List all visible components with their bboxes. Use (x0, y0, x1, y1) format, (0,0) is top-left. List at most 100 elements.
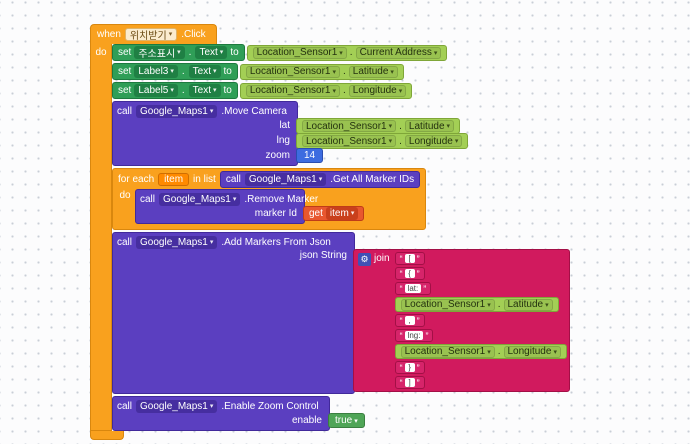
getter-component-dropdown[interactable]: Location_Sensor1 (302, 120, 397, 132)
set-label3-statement[interactable]: set Label3 . Text to Location_Sensor1 . … (112, 63, 404, 80)
string-field[interactable]: , (404, 316, 415, 325)
get-keyword: get (309, 208, 323, 219)
dot-separator: . (497, 346, 501, 357)
call-keyword: call (117, 236, 133, 248)
location-sensor-getter[interactable]: Location_Sensor1 . Longitude (239, 82, 413, 99)
join-block[interactable]: join [ { la (353, 249, 570, 392)
marker-id-socket-label: marker Id (254, 208, 297, 219)
call-add-markers-from-json-block[interactable]: call Google_Maps1 .Add Markers From Json… (112, 232, 570, 394)
loop-variable-chip[interactable]: item (158, 173, 190, 186)
getter-component-dropdown[interactable]: Location_Sensor1 (302, 135, 397, 147)
getter-component-dropdown[interactable]: Location_Sensor1 (400, 298, 495, 311)
location-sensor-getter[interactable]: Location_Sensor1 . Longitude (296, 133, 469, 149)
set-component-dropdown[interactable]: Label5 (134, 84, 178, 97)
string-block[interactable]: } (394, 361, 425, 374)
when-block-header[interactable]: when 위치받기 .Click (90, 24, 217, 44)
getter-property-dropdown[interactable]: Longitude (503, 345, 561, 358)
when-click-block[interactable]: when 위치받기 .Click do set 주소표시 . Text to (90, 24, 570, 440)
string-block[interactable]: [ (394, 252, 425, 265)
getter-property-dropdown[interactable]: Current Address (355, 46, 442, 59)
getter-component-dropdown[interactable]: Location_Sensor1 (245, 84, 341, 97)
enable-socket-row: enable true (117, 413, 365, 428)
do-label: do (95, 47, 107, 58)
string-field[interactable]: { (404, 269, 415, 278)
lng-socket-row: lng Location_Sensor1 . Longitude (117, 133, 469, 149)
getter-component-dropdown[interactable]: Location_Sensor1 (252, 46, 347, 59)
location-sensor-getter[interactable]: Location_Sensor1 . Latitude (296, 118, 461, 134)
lat-socket-row: lat Location_Sensor1 . Latitude (117, 118, 461, 134)
set-component-dropdown[interactable]: Label3 (134, 65, 178, 78)
location-sensor-getter[interactable]: Location_Sensor1 . Longitude (394, 344, 567, 359)
google-maps-dropdown[interactable]: Google_Maps1 (159, 192, 241, 206)
method-label: .Get All Marker IDs (330, 174, 415, 185)
set-block[interactable]: set Label3 . Text to (112, 63, 238, 80)
google-maps-dropdown[interactable]: Google_Maps1 (136, 235, 218, 249)
zoom-socket-row: zoom 14 (117, 148, 324, 163)
when-block-foot (90, 431, 124, 440)
lat-socket-label: lat (279, 120, 290, 131)
method-label: .Remove Marker (244, 193, 319, 205)
string-block[interactable]: ] (394, 376, 425, 389)
string-field[interactable]: ] (404, 378, 415, 387)
getter-component-dropdown[interactable]: Location_Sensor1 (400, 345, 495, 358)
for-each-block[interactable]: for each item in list call Google_Maps1 … (112, 168, 427, 230)
getter-property-dropdown[interactable]: Longitude (348, 84, 407, 97)
mutator-gear-icon[interactable] (358, 253, 371, 266)
to-keyword: to (223, 66, 232, 77)
call-remove-marker-block[interactable]: call Google_Maps1 .Remove Marker marker … (135, 189, 365, 224)
call-keyword: call (117, 105, 133, 117)
call-move-camera-block[interactable]: call Google_Maps1 .Move Camera lat Locat… (112, 101, 469, 166)
getter-property-dropdown[interactable]: Latitude (503, 298, 553, 311)
true-block[interactable]: true (328, 413, 365, 428)
getter-property-dropdown[interactable]: Latitude (348, 65, 398, 78)
set-property-dropdown[interactable]: Text (188, 84, 221, 97)
call-keyword: call (117, 400, 133, 412)
method-label: .Move Camera (221, 105, 287, 117)
google-maps-dropdown[interactable]: Google_Maps1 (136, 104, 218, 118)
string-block[interactable]: { (394, 267, 425, 280)
in-list-label: in list (193, 174, 216, 185)
set-component-dropdown[interactable]: 주소표시 (134, 46, 185, 60)
when-do-spine: do (90, 44, 112, 431)
set-property-dropdown[interactable]: Text (195, 46, 228, 59)
set-property-dropdown[interactable]: Text (188, 65, 221, 78)
location-sensor-getter[interactable]: Location_Sensor1 . Current Address (246, 44, 448, 61)
call-keyword: call (140, 193, 156, 205)
call-keyword: call (225, 174, 241, 185)
location-sensor-getter[interactable]: Location_Sensor1 . Latitude (394, 297, 559, 312)
string-block[interactable]: , (394, 314, 425, 327)
string-block[interactable]: lng: (394, 329, 434, 342)
location-sensor-getter[interactable]: Location_Sensor1 . Latitude (239, 63, 404, 80)
lng-socket-label: lng (276, 135, 290, 146)
google-maps-dropdown[interactable]: Google_Maps1 (244, 173, 327, 186)
set-block[interactable]: set Label5 . Text to (112, 82, 238, 99)
set-address-statement[interactable]: set 주소표시 . Text to Location_Sensor1 . Cu… (112, 44, 448, 61)
get-variable-dropdown[interactable]: item (325, 207, 359, 220)
string-field[interactable]: lng: (404, 331, 424, 340)
for-each-keyword: for each (118, 174, 155, 185)
getter-property-dropdown[interactable]: Latitude (404, 120, 455, 132)
string-field[interactable]: } (404, 363, 415, 372)
when-keyword: when (97, 29, 121, 40)
json-string-socket-label: json String (299, 250, 347, 261)
enable-socket-label: enable (291, 415, 322, 426)
string-field[interactable]: lat: (404, 284, 422, 293)
set-label5-statement[interactable]: set Label5 . Text to Location_Sensor1 . … (112, 82, 413, 99)
dot-separator: . (343, 66, 346, 77)
set-keyword: set (118, 66, 132, 77)
number-block-zoom[interactable]: 14 (296, 148, 324, 163)
method-label: .Add Markers From Json (221, 236, 331, 248)
string-block[interactable]: lat: (394, 282, 432, 295)
set-block[interactable]: set 주소표시 . Text to (112, 44, 245, 61)
get-item-block[interactable]: get item (303, 206, 365, 221)
getter-component-dropdown[interactable]: Location_Sensor1 (245, 65, 341, 78)
google-maps-dropdown[interactable]: Google_Maps1 (136, 399, 218, 413)
dot-separator: . (181, 85, 185, 96)
to-keyword: to (230, 47, 239, 58)
when-component-dropdown[interactable]: 위치받기 (124, 28, 178, 42)
call-get-all-marker-ids-block[interactable]: call Google_Maps1 .Get All Marker IDs (219, 171, 421, 188)
string-field[interactable]: [ (404, 254, 415, 263)
getter-property-dropdown[interactable]: Longitude (404, 135, 463, 147)
call-enable-zoom-control-block[interactable]: call Google_Maps1 .Enable Zoom Control e… (112, 396, 365, 431)
